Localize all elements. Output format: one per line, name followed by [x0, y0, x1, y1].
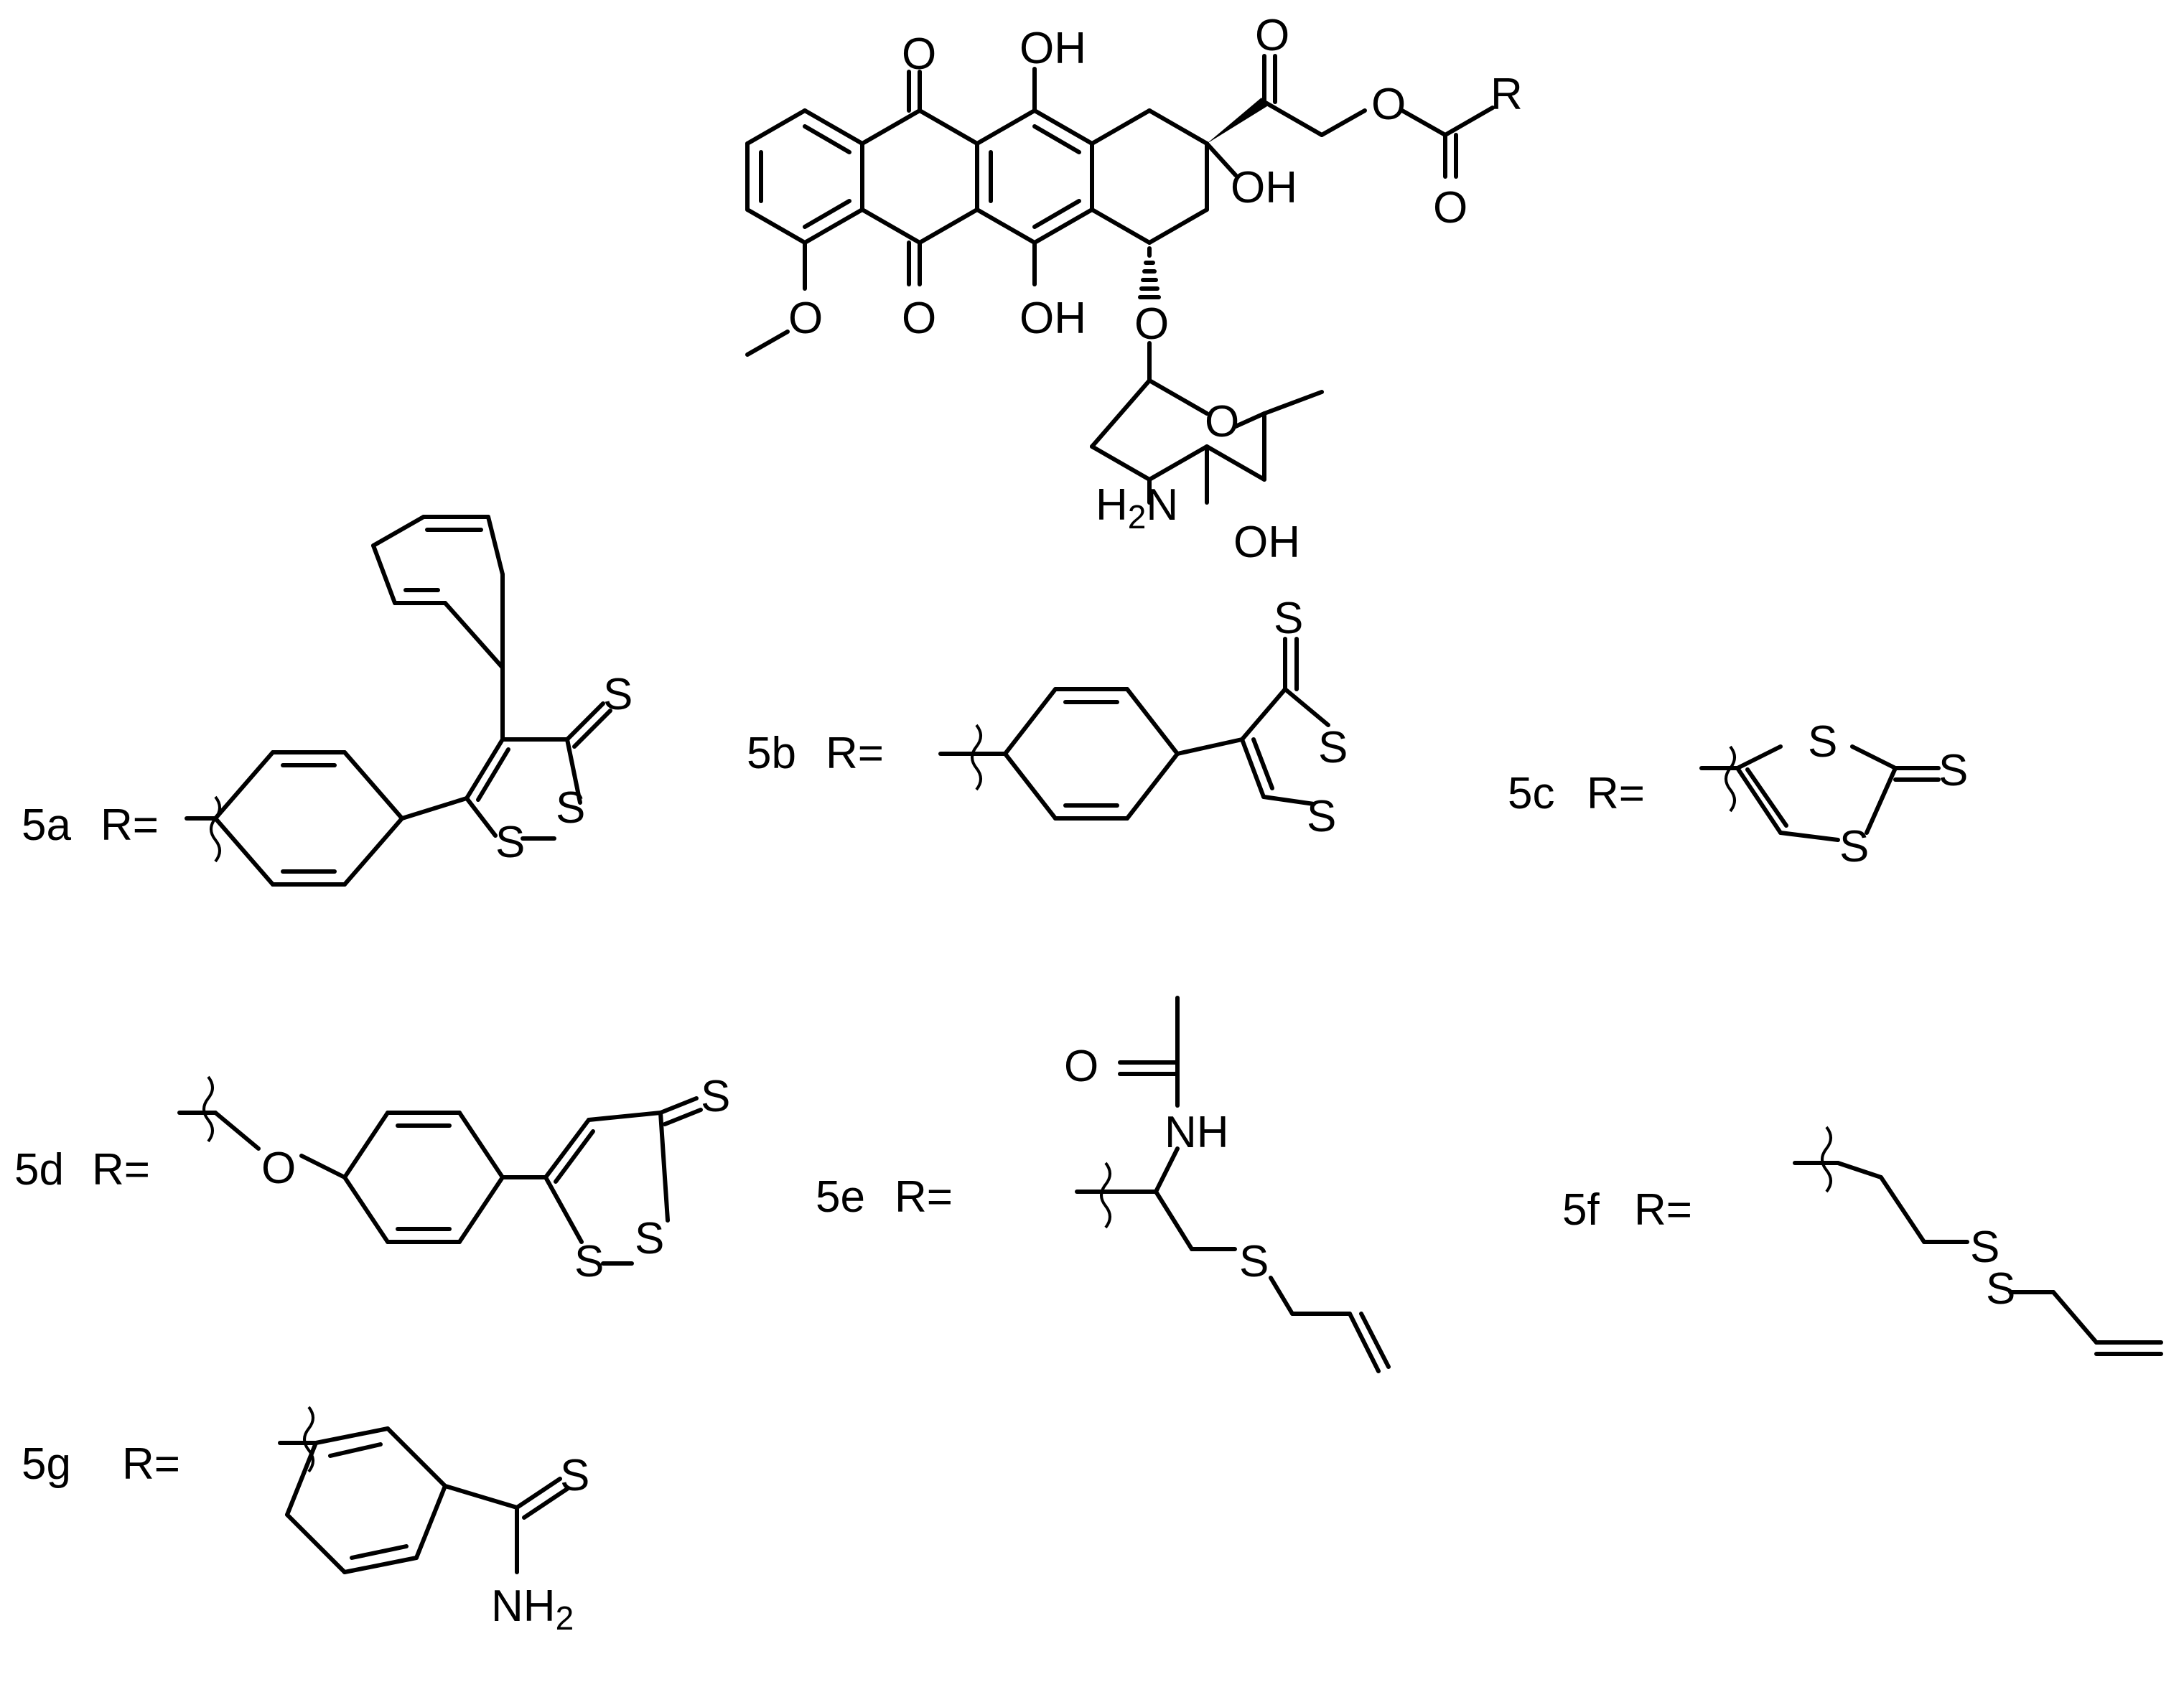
atom-label-S: S — [1970, 1223, 1999, 1272]
atom-label-OH: OH — [1019, 24, 1086, 73]
atom-label-S: S — [1839, 822, 1869, 871]
attachment-wavy-bond — [303, 1406, 314, 1473]
atom-label-S: S — [1274, 594, 1303, 643]
atom-label-O: O — [788, 294, 823, 343]
ring-a-bonds — [745, 108, 864, 245]
methoxy-bonds — [745, 240, 807, 357]
atom-label-O: O — [1255, 11, 1289, 60]
ring-b-bonds — [860, 70, 979, 286]
atom-label-S: S — [1808, 717, 1837, 767]
atom-label-S: S — [635, 1214, 664, 1263]
atom-label-S: S — [701, 1072, 730, 1121]
attachment-wavy-bond — [1100, 1162, 1111, 1229]
atom-label-O: O — [261, 1144, 296, 1193]
atom-label-O: O — [1433, 183, 1467, 233]
attachment-wavy-bond — [210, 795, 221, 863]
r-equals-label: R= — [1587, 769, 1645, 818]
phenyl-ring — [371, 515, 505, 670]
atom-label-H2N: H2N — [1096, 480, 1178, 536]
atom-label-S: S — [1307, 792, 1336, 841]
atom-label-S: S — [560, 1451, 589, 1500]
compound-label: 5e — [816, 1172, 865, 1222]
compound-label: 5a — [22, 800, 71, 850]
atom-label-O: O — [1371, 80, 1406, 129]
sugar-ring-bonds — [1090, 341, 1324, 505]
parent-anthracycline-structure: O O OH OH O O O O O R OH O H2N OH — [745, 11, 1523, 567]
compound-label: 5b — [747, 729, 796, 778]
substituent-5f: 5f R= S S — [1562, 1126, 2163, 1356]
substituent-5b: 5b R= S S S — [747, 594, 1348, 841]
compound-label: 5f — [1562, 1185, 1600, 1235]
atom-label-S: S — [556, 783, 585, 833]
substituent-5d: 5d R= O S S S — [14, 1072, 730, 1286]
substituent-5a: 5a R= — [22, 515, 633, 887]
dithiole-ring — [465, 701, 612, 841]
substituent-5c: 5c R= S S S — [1508, 717, 1968, 871]
r-equals-label: R= — [122, 1439, 180, 1489]
atom-label-S: S — [603, 670, 633, 719]
attachment-wavy-bond — [202, 1075, 214, 1143]
atom-label-O: O — [1064, 1042, 1098, 1091]
atom-label-S: S — [574, 1237, 604, 1286]
atom-label-OH: OH — [1231, 163, 1297, 212]
atom-label-O: O — [1205, 397, 1239, 447]
atom-label-OH: OH — [1019, 294, 1086, 343]
c9-substituent-bonds — [1205, 54, 1495, 179]
compound-label: 5c — [1508, 769, 1554, 818]
dithiole-ring — [543, 1096, 703, 1266]
r-equals-label: R= — [1634, 1185, 1692, 1235]
atom-label-S: S — [1938, 746, 1968, 795]
atom-label-O: O — [902, 29, 936, 79]
phenyl-ring — [213, 750, 404, 887]
atom-label-OH: OH — [1233, 518, 1300, 567]
ring-d-bonds — [1090, 108, 1209, 245]
substituent-5e: 5e R= O NH S — [816, 996, 1391, 1373]
attachment-wavy-bond — [971, 724, 982, 791]
attachment-wavy-bond — [1725, 745, 1736, 813]
atom-label-NH2: NH2 — [491, 1581, 574, 1637]
atom-label-NH: NH — [1165, 1108, 1229, 1157]
atom-label-R: R — [1490, 70, 1523, 119]
substituent-5g: 5g R= S NH2 — [22, 1406, 589, 1637]
r-equals-label: R= — [101, 800, 159, 850]
dithiole-ring — [1735, 744, 1941, 842]
phenyl-ring — [342, 1111, 505, 1244]
c7-hashed-bond — [1138, 246, 1161, 299]
attachment-wavy-bond — [1821, 1126, 1832, 1193]
phenyl-ring — [285, 1426, 447, 1574]
compound-label: 5d — [14, 1145, 64, 1195]
atom-label-O: O — [1134, 299, 1169, 349]
atom-label-S: S — [1986, 1264, 2015, 1314]
r-equals-label: R= — [895, 1172, 953, 1222]
r-equals-label: R= — [826, 729, 884, 778]
ring-c-bonds — [975, 67, 1094, 286]
dithiole-ring — [1240, 637, 1330, 806]
atom-label-S: S — [1239, 1237, 1269, 1286]
phenyl-ring — [1003, 687, 1180, 821]
atom-label-S: S — [495, 818, 525, 867]
r-equals-label: R= — [92, 1145, 150, 1195]
atom-label-O: O — [902, 294, 936, 343]
atom-label-S: S — [1318, 723, 1348, 772]
compound-label: 5g — [22, 1439, 71, 1489]
